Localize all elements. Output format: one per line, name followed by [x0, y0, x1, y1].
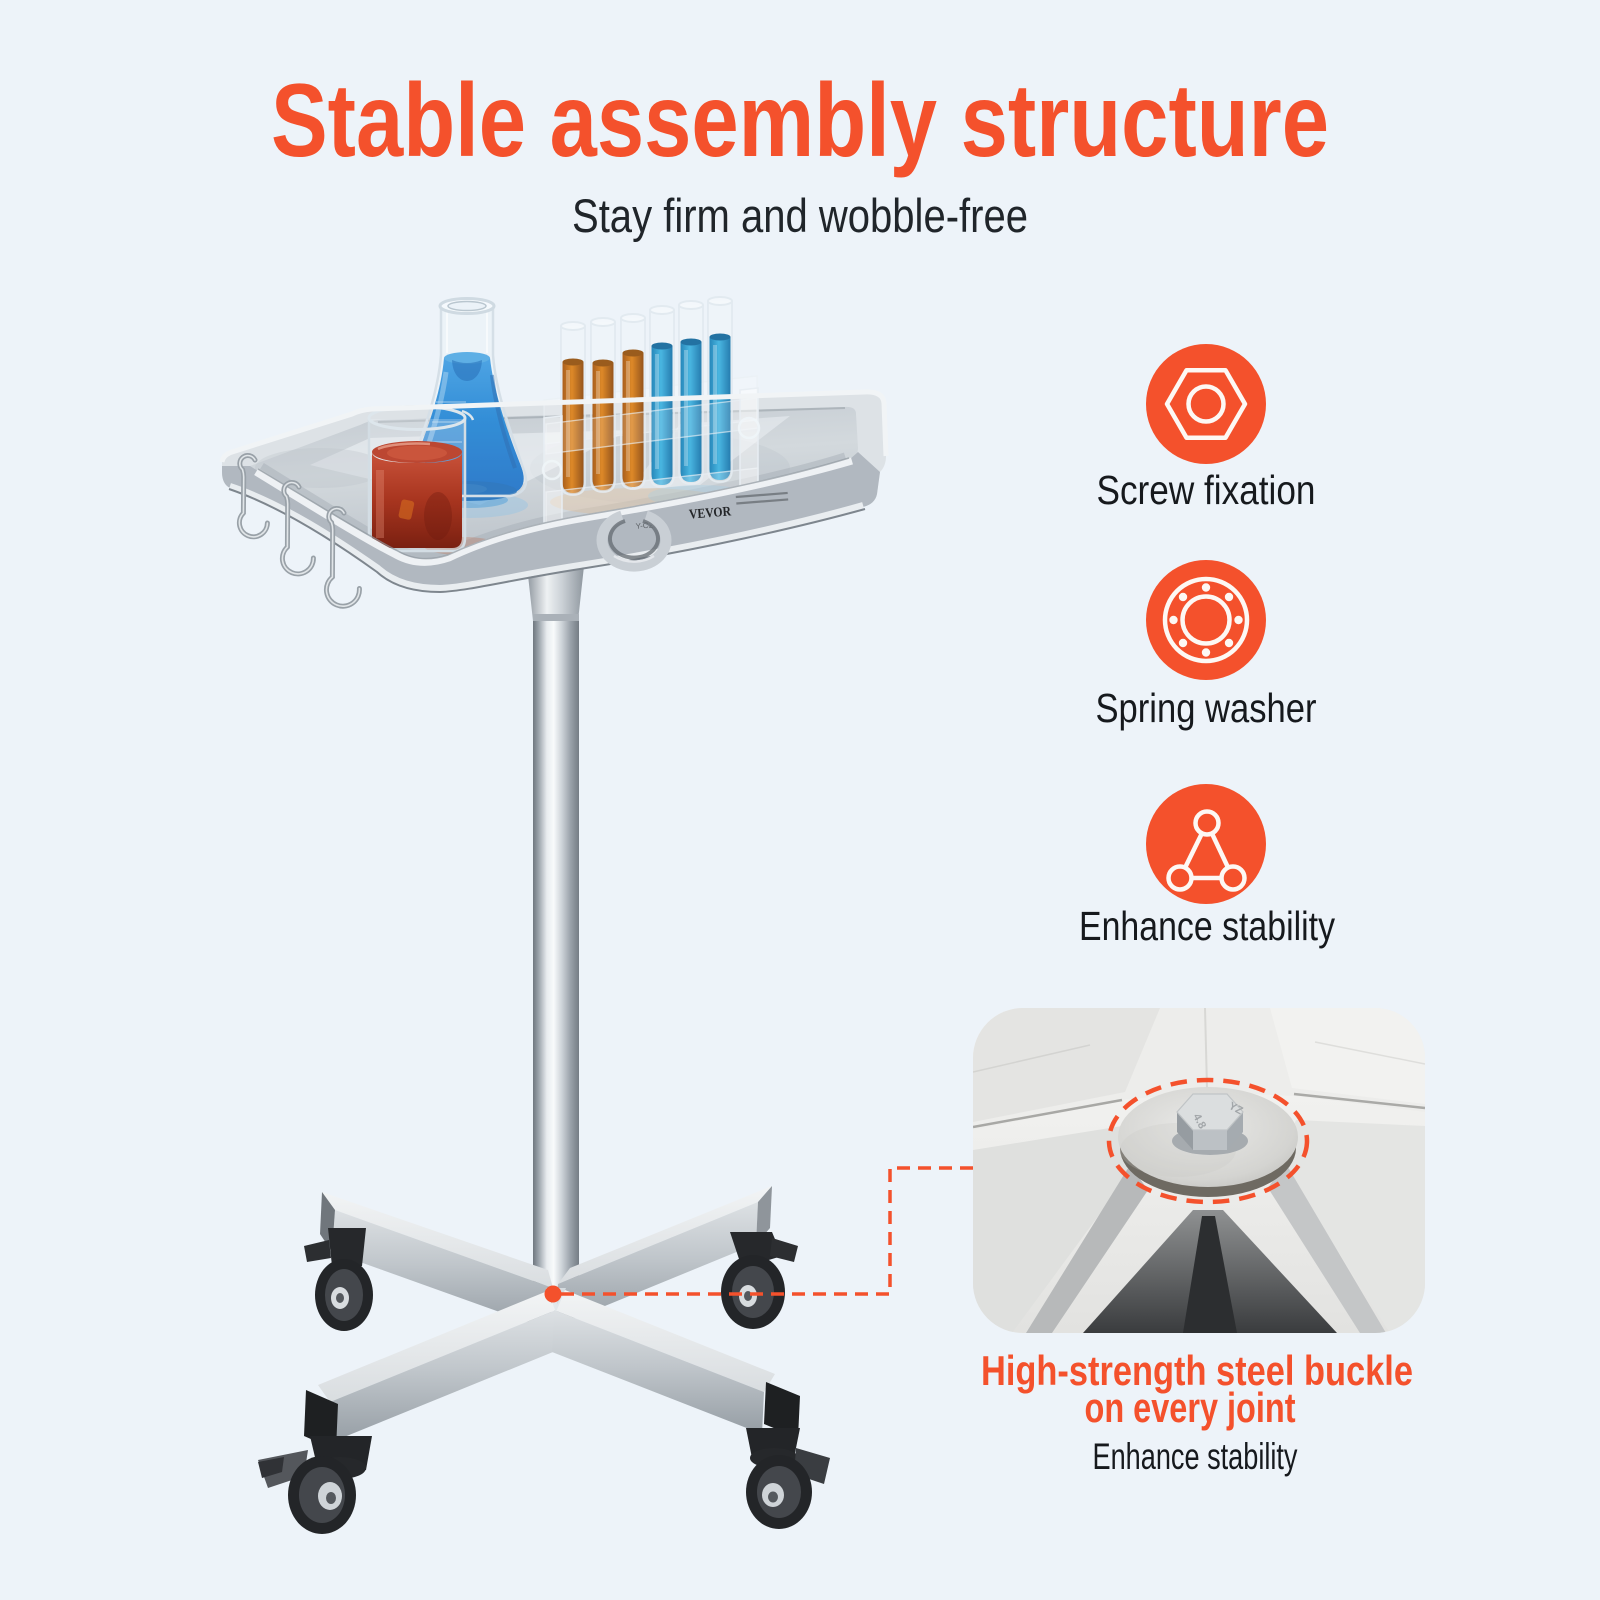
- svg-text:YZ: YZ: [1227, 1100, 1245, 1117]
- svg-text:on every joint: on every joint: [1085, 1384, 1296, 1431]
- svg-text:Spring washer: Spring washer: [1096, 685, 1317, 731]
- svg-text:Screw fixation: Screw fixation: [1097, 467, 1316, 513]
- svg-text:Stay firm and wobble-free: Stay firm and wobble-free: [572, 189, 1028, 242]
- svg-text:VEVOR: VEVOR: [688, 503, 731, 521]
- svg-text:Enhance stability: Enhance stability: [1079, 903, 1335, 949]
- svg-text:Enhance stability: Enhance stability: [1093, 1436, 1298, 1477]
- svg-text:Stable assembly structure: Stable assembly structure: [271, 63, 1329, 179]
- svg-text:High-strength steel buckle: High-strength steel buckle: [981, 1347, 1413, 1394]
